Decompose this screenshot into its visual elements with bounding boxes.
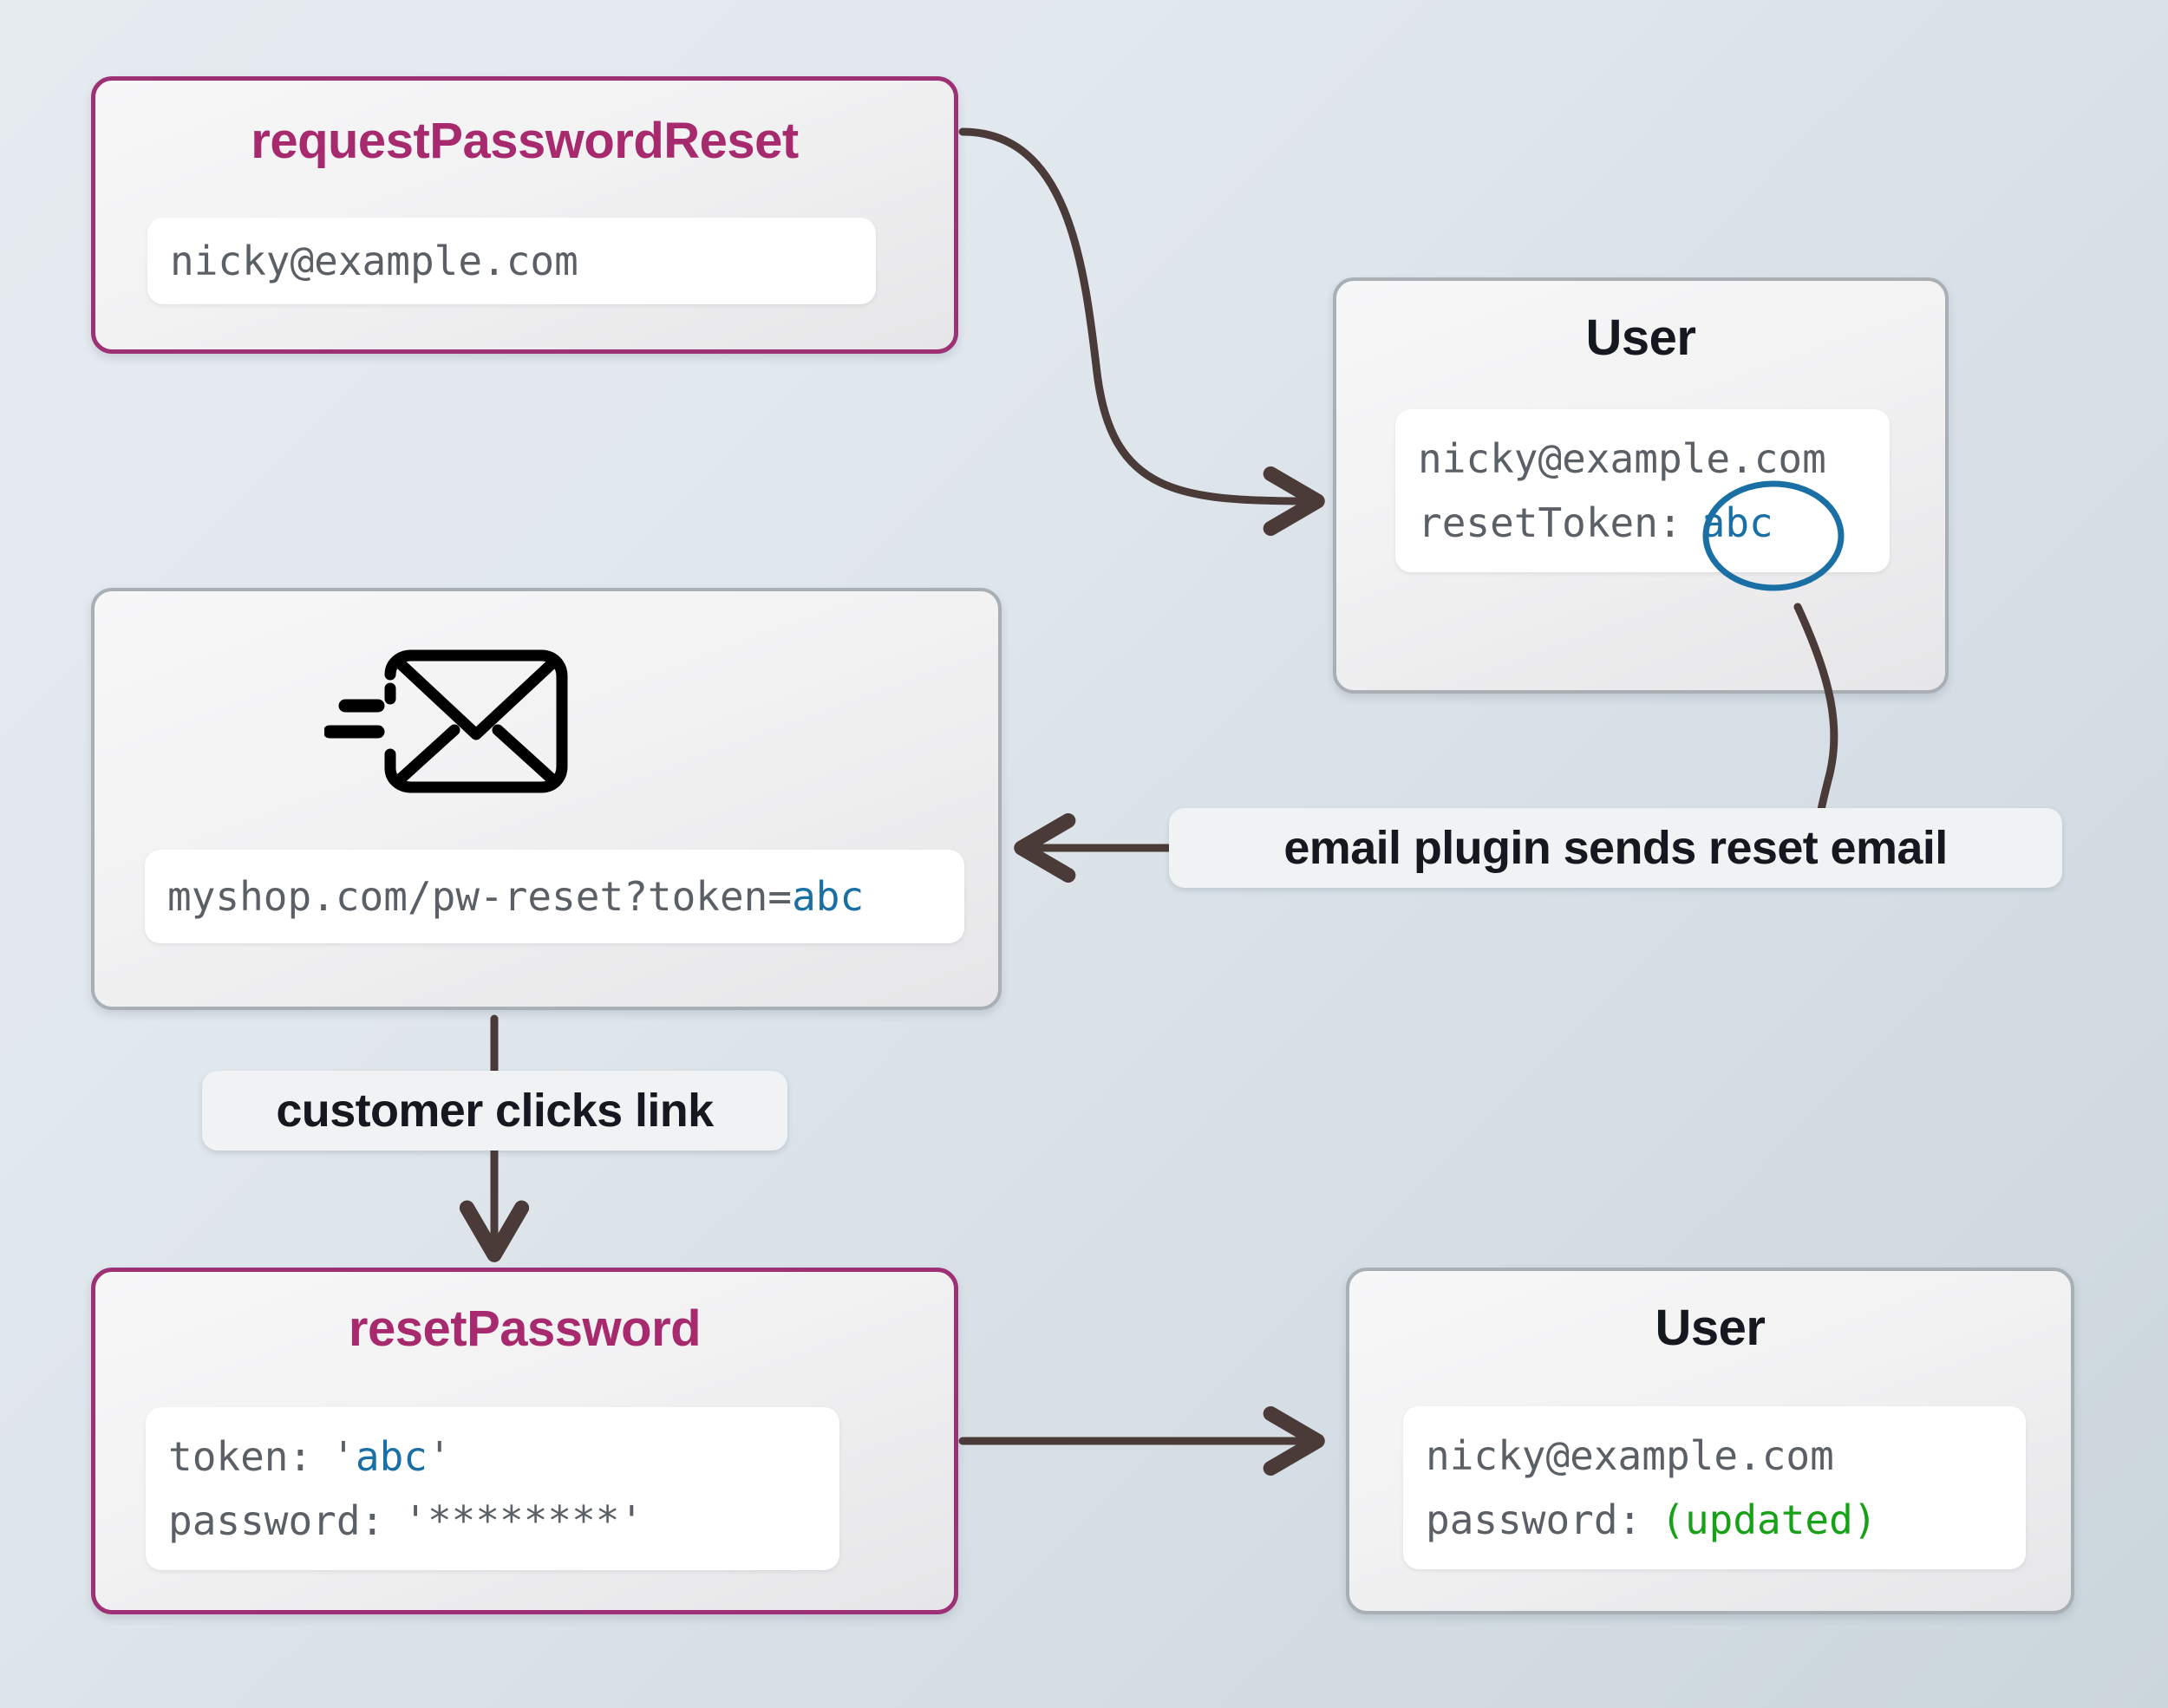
node-user-updated[interactable]: User nicky@example.com password: (updated… bbox=[1346, 1268, 2074, 1614]
field-reset-link: myshop.com/pw-reset?token=abc bbox=[145, 864, 964, 929]
panel-reset-password-fields: token: 'abc' password: '********' bbox=[146, 1407, 839, 1570]
edge-request-to-user bbox=[958, 127, 1325, 537]
field-reset-link-prefix: myshop.com/pw-reset?token= bbox=[167, 873, 793, 920]
field-password: password: '********' bbox=[146, 1489, 839, 1553]
field-email-value: nicky@example.com bbox=[170, 238, 578, 284]
panel-reset-email-fields: myshop.com/pw-reset?token=abc bbox=[145, 850, 964, 943]
node-title-user-updated: User bbox=[1655, 1300, 1766, 1356]
field-email-value: nicky@example.com bbox=[1418, 435, 1826, 482]
node-title-reset-password: resetPassword bbox=[348, 1301, 702, 1357]
field-reset-token-value: abc bbox=[1701, 499, 1773, 546]
field-email: nicky@example.com bbox=[147, 229, 876, 293]
node-reset-password[interactable]: resetPassword token: 'abc' password: '****… bbox=[91, 1268, 958, 1614]
field-token-quote-open: ' bbox=[331, 1433, 356, 1480]
panel-request-password-reset-fields: nicky@example.com bbox=[147, 218, 876, 304]
field-token-value: abc bbox=[355, 1433, 428, 1480]
node-title-user-with-token: User bbox=[1585, 310, 1696, 366]
node-title-request-password-reset: requestPasswordReset bbox=[251, 113, 799, 169]
field-token-label: token: bbox=[168, 1433, 313, 1480]
field-password-label: password: bbox=[1426, 1496, 1642, 1543]
node-user-with-token[interactable]: User nicky@example.com resetToken: abc bbox=[1333, 277, 1949, 694]
node-request-password-reset[interactable]: requestPasswordReset nicky@example.com bbox=[91, 76, 958, 354]
edge-label-customer-clicks: customer clicks link bbox=[202, 1071, 787, 1151]
field-reset-token: resetToken: abc bbox=[1395, 491, 1890, 555]
field-password-value: (updated) bbox=[1661, 1496, 1877, 1543]
field-token: token: 'abc' bbox=[146, 1424, 839, 1489]
node-reset-email[interactable]: myshop.com/pw-reset?token=abc bbox=[91, 588, 1002, 1010]
field-password-value: '********' bbox=[403, 1497, 644, 1544]
field-password-label: password: bbox=[168, 1497, 385, 1544]
edge-label-email-plugin: email plugin sends reset email bbox=[1169, 808, 2062, 888]
field-password: password: (updated) bbox=[1403, 1488, 2026, 1552]
field-reset-token-label: resetToken: bbox=[1418, 499, 1682, 546]
envelope-send-icon bbox=[323, 643, 584, 804]
field-reset-link-token: abc bbox=[792, 873, 865, 920]
field-token-quote-close: ' bbox=[427, 1433, 452, 1480]
panel-user-updated-fields: nicky@example.com password: (updated) bbox=[1403, 1406, 2026, 1569]
field-email: nicky@example.com bbox=[1403, 1424, 2026, 1488]
field-email: nicky@example.com bbox=[1395, 427, 1890, 491]
panel-user-with-token-fields: nicky@example.com resetToken: abc bbox=[1395, 409, 1890, 572]
field-email-value: nicky@example.com bbox=[1426, 1432, 1834, 1479]
